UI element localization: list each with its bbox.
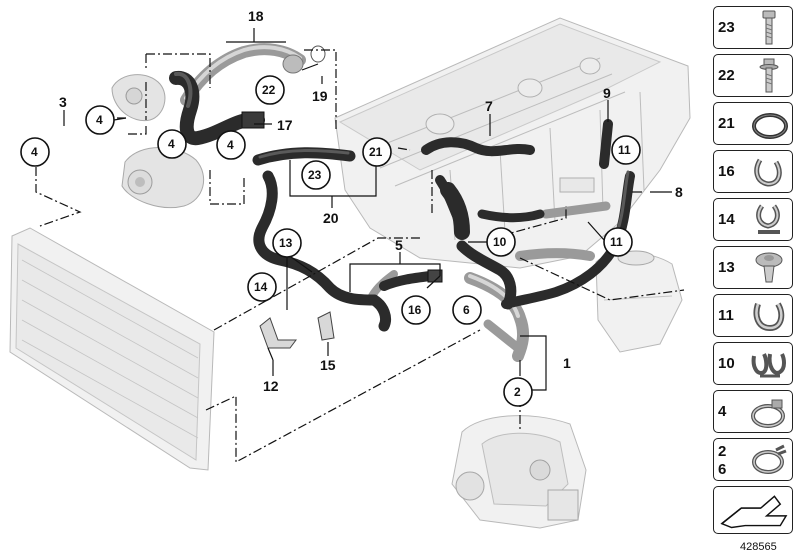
- legend-label: 22: [718, 67, 735, 84]
- callout-4c: 4: [168, 137, 175, 151]
- callout-4a: 4: [31, 145, 38, 159]
- callout-7: 7: [485, 98, 493, 114]
- legend-item-22: 22: [713, 54, 793, 97]
- legend-item-21: 21: [713, 102, 793, 145]
- coolant-hose-13: [253, 170, 392, 332]
- legend-item-16: 16: [713, 150, 793, 193]
- callout-18: 18: [248, 8, 264, 24]
- legend-item-11: 11: [713, 294, 793, 337]
- bolt-icon: [762, 10, 776, 45]
- legend-label: 14: [718, 211, 735, 228]
- coolant-hose-17: [169, 70, 265, 146]
- callout-12: 12: [263, 378, 279, 394]
- legend-label: 16: [718, 163, 735, 180]
- seal-ring-icon: [752, 113, 788, 139]
- legend-label: 4: [718, 403, 727, 420]
- bolt-washer-icon: [759, 58, 779, 93]
- callout-6: 6: [463, 303, 470, 317]
- callout-22: 22: [262, 83, 276, 97]
- legend-item-23: 23: [713, 6, 793, 49]
- catalog-id: 428565: [740, 541, 777, 553]
- callout-17: 17: [277, 117, 293, 133]
- callout-8: 8: [675, 184, 683, 200]
- spring-clamp-icon: [752, 444, 787, 474]
- legend-label: 2: [718, 443, 727, 460]
- callout-10: 10: [493, 235, 507, 249]
- callout-13: 13: [279, 236, 293, 250]
- callout-11b: 11: [610, 235, 623, 249]
- callout-2: 2: [514, 385, 521, 399]
- callout-1: 1: [563, 355, 571, 371]
- hose-clip-icon: [756, 204, 780, 234]
- legend-item-direction: [713, 486, 793, 534]
- callout-16: 16: [408, 303, 422, 317]
- callout-4d: 4: [227, 138, 234, 152]
- legend-item-13: 13: [713, 246, 793, 289]
- legend-item-10: 10: [713, 342, 793, 385]
- legend-item-14: 14: [713, 198, 793, 241]
- coolant-pipe-right: [515, 201, 611, 261]
- callout-9: 9: [603, 85, 611, 101]
- hose-clip-icon: [754, 158, 782, 187]
- radiator: [9, 227, 215, 471]
- legend-label: 21: [718, 115, 735, 132]
- callout-19: 19: [312, 88, 328, 104]
- double-hose-clip-icon: [751, 353, 786, 378]
- callout-circles: [20, 75, 641, 407]
- expanding-rivet-icon: [755, 252, 783, 283]
- hose-clamp-icon: [751, 399, 785, 428]
- callout-11a: 11: [618, 143, 631, 157]
- coolant-hose-6: [456, 209, 545, 310]
- hose-bracket-12: [259, 311, 335, 349]
- callout-4b: 4: [96, 113, 103, 127]
- water-pump-left: [111, 74, 205, 209]
- callout-21: 21: [369, 145, 383, 159]
- callout-5: 5: [395, 237, 403, 253]
- coolant-hose-20: [252, 147, 356, 166]
- callout-23: 23: [308, 168, 322, 182]
- turbocharger: [451, 415, 587, 529]
- legend-label: 11: [718, 307, 734, 324]
- hose-clip-icon: [753, 302, 785, 332]
- coolant-hose-7: [421, 137, 535, 240]
- legend-label-secondary: 6: [718, 461, 727, 478]
- expansion-tank: [595, 250, 683, 353]
- leader-lines: [63, 28, 672, 391]
- legend-label: 23: [718, 19, 735, 36]
- callout-3: 3: [59, 94, 67, 110]
- legend-label: 13: [718, 259, 735, 276]
- legend-item-4: 4: [713, 390, 793, 433]
- legend-label: 10: [718, 355, 735, 372]
- callout-14: 14: [254, 280, 268, 294]
- direction-arrow-icon: [720, 495, 788, 529]
- legend-item-2-6: 2 6: [713, 438, 793, 481]
- coolant-hose-5: [379, 269, 443, 291]
- callout-20: 20: [323, 210, 339, 226]
- callout-15: 15: [320, 357, 336, 373]
